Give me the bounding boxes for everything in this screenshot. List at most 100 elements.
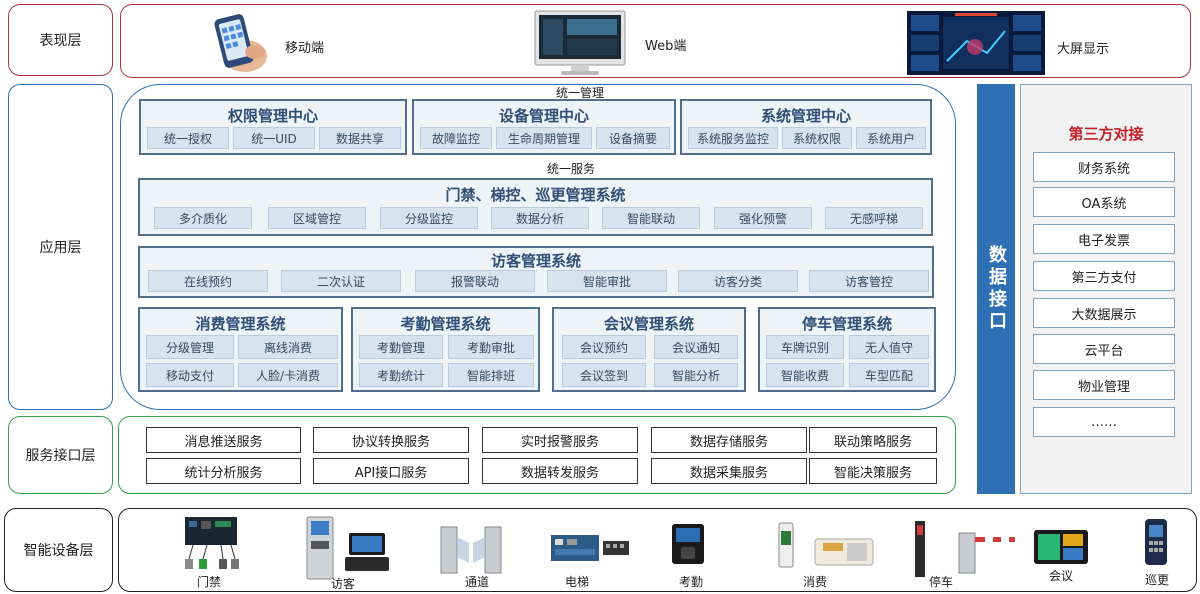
mobile-label: 移动端 — [285, 41, 325, 56]
meeting-terminal-icon — [1033, 529, 1089, 567]
center-chip: 设备摘要 — [596, 127, 670, 149]
data-interface-bar: 数据接口 — [977, 84, 1015, 494]
device-center: 设备管理中心 故障监控 生命周期管理 设备摘要 — [412, 99, 676, 155]
device-label: 通道 — [465, 575, 490, 589]
sys-chip: 考勤审批 — [448, 335, 534, 359]
service-box: 智能决策服务 — [809, 458, 937, 484]
device-label: 消费 — [803, 575, 828, 589]
visitor-chip: 报警联动 — [415, 270, 535, 292]
meeting-system: 会议管理系统 会议预约 会议通知 会议签到 智能分析 — [552, 307, 746, 392]
service-box: 消息推送服务 — [146, 427, 301, 453]
meeting-title: 会议管理系统 — [603, 315, 694, 333]
application-layer-text: 应用层 — [39, 240, 82, 256]
sys-chip: 离线消费 — [238, 335, 338, 359]
access-control-board-icon — [181, 515, 241, 573]
service-box: API接口服务 — [313, 458, 469, 484]
smart-devices-layer-text: 智能设备层 — [23, 543, 94, 559]
smart-devices-layer-label: 智能设备层 — [4, 508, 113, 592]
service-interface-layer-text: 服务接口层 — [25, 448, 96, 464]
sys-chip: 会议通知 — [654, 335, 738, 359]
center-chip: 统一授权 — [147, 127, 229, 149]
sys-chip: 无人值守 — [849, 335, 929, 359]
attendance-system: 考勤管理系统 考勤管理 考勤审批 考勤统计 智能排班 — [351, 307, 540, 392]
access-chip: 区域管控 — [268, 207, 366, 229]
device-label: 巡更 — [1145, 573, 1170, 587]
service-interface-panel: 消息推送服务 协议转换服务 实时报警服务 数据存储服务 联动策略服务 统计分析服… — [118, 416, 956, 494]
device-label: 考勤 — [679, 575, 704, 589]
big-screen-label: 大屏显示 — [1057, 42, 1110, 57]
system-center: 系统管理中心 系统服务监控 系统权限 系统用户 — [680, 99, 932, 155]
visitor-chip: 访客管控 — [809, 270, 929, 292]
third-party-title: 第三方对接 — [1068, 125, 1144, 143]
presentation-panel: 移动端 Web端 大屏显示 — [120, 4, 1191, 78]
data-interface-label: 数据接口 — [986, 245, 1007, 333]
third-party-item: 云平台 — [1033, 334, 1175, 364]
patrol-device-icon — [1143, 517, 1169, 567]
third-party-item: 大数据展示 — [1033, 298, 1175, 328]
sys-chip: 智能分析 — [654, 363, 738, 387]
center-chip: 统一UID — [233, 127, 315, 149]
application-panel — [120, 84, 956, 410]
access-control-title: 门禁、梯控、巡更管理系统 — [445, 186, 626, 204]
permission-center: 权限管理中心 统一授权 统一UID 数据共享 — [139, 99, 407, 155]
elevator-controller-icon — [549, 533, 631, 563]
sys-chip: 移动支付 — [146, 363, 234, 387]
sys-chip: 会议签到 — [562, 363, 646, 387]
system-center-title: 系统管理中心 — [760, 107, 851, 125]
center-chip: 故障监控 — [420, 127, 492, 149]
consumption-system: 消费管理系统 分级管理 离线消费 移动支付 人脸/卡消费 — [138, 307, 343, 392]
third-party-item: …… — [1033, 407, 1175, 437]
service-box: 实时报警服务 — [482, 427, 638, 453]
permission-center-title: 权限管理中心 — [227, 107, 318, 125]
access-chip: 分级监控 — [380, 207, 478, 229]
visitor-chip: 智能审批 — [547, 270, 667, 292]
visitor-chip: 在线预约 — [148, 270, 268, 292]
consumption-terminal-icon — [777, 521, 877, 571]
unified-service-label: 统一服务 — [547, 162, 596, 176]
sys-chip: 分级管理 — [146, 335, 234, 359]
access-chip: 强化预警 — [714, 207, 812, 229]
attendance-title: 考勤管理系统 — [400, 315, 491, 333]
access-chip: 智能联动 — [602, 207, 700, 229]
service-box: 联动策略服务 — [809, 427, 937, 453]
access-chip: 数据分析 — [491, 207, 589, 229]
center-chip: 系统用户 — [856, 127, 926, 149]
parking-title: 停车管理系统 — [801, 315, 892, 333]
center-chip: 系统权限 — [782, 127, 852, 149]
mobile-phone-icon — [211, 12, 271, 74]
web-label: Web端 — [645, 39, 687, 54]
device-label: 门禁 — [197, 575, 222, 589]
service-interface-layer-label: 服务接口层 — [8, 416, 113, 494]
center-chip: 系统服务监控 — [688, 127, 778, 149]
service-box: 数据存储服务 — [651, 427, 807, 453]
third-party-item: 电子发票 — [1033, 224, 1175, 254]
turnstile-icon — [439, 523, 505, 575]
presentation-layer-label: 表现层 — [8, 4, 113, 76]
device-label: 会议 — [1049, 569, 1074, 583]
sys-chip: 考勤统计 — [359, 363, 443, 387]
visitor-chip: 二次认证 — [281, 270, 401, 292]
visitor-system-title: 访客管理系统 — [490, 252, 581, 270]
service-box: 协议转换服务 — [313, 427, 469, 453]
third-party-item: OA系统 — [1033, 187, 1175, 217]
visitor-system: 访客管理系统 在线预约 二次认证 报警联动 智能审批 访客分类 访客管控 — [138, 246, 934, 298]
sys-chip: 会议预约 — [562, 335, 646, 359]
sys-chip: 车牌识别 — [766, 335, 844, 359]
visitor-kiosk-icon — [305, 515, 391, 581]
access-chip: 无感呼梯 — [825, 207, 923, 229]
big-screen-icon — [907, 11, 1045, 75]
presentation-layer-text: 表现层 — [39, 33, 82, 49]
device-label: 访客 — [331, 577, 356, 591]
device-label: 电梯 — [565, 575, 590, 589]
third-party-item: 第三方支付 — [1033, 261, 1175, 291]
access-control-system: 门禁、梯控、巡更管理系统 多介质化 区域管控 分级监控 数据分析 智能联动 强化… — [138, 178, 933, 236]
parking-barrier-icon — [909, 517, 1019, 581]
third-party-item: 物业管理 — [1033, 370, 1175, 400]
consumption-title: 消费管理系统 — [195, 315, 286, 333]
application-layer-label: 应用层 — [8, 84, 113, 410]
unified-management-label: 统一管理 — [556, 86, 605, 100]
service-box: 数据采集服务 — [651, 458, 807, 484]
service-box: 数据转发服务 — [482, 458, 638, 484]
third-party-item: 财务系统 — [1033, 152, 1175, 182]
service-box: 统计分析服务 — [146, 458, 301, 484]
